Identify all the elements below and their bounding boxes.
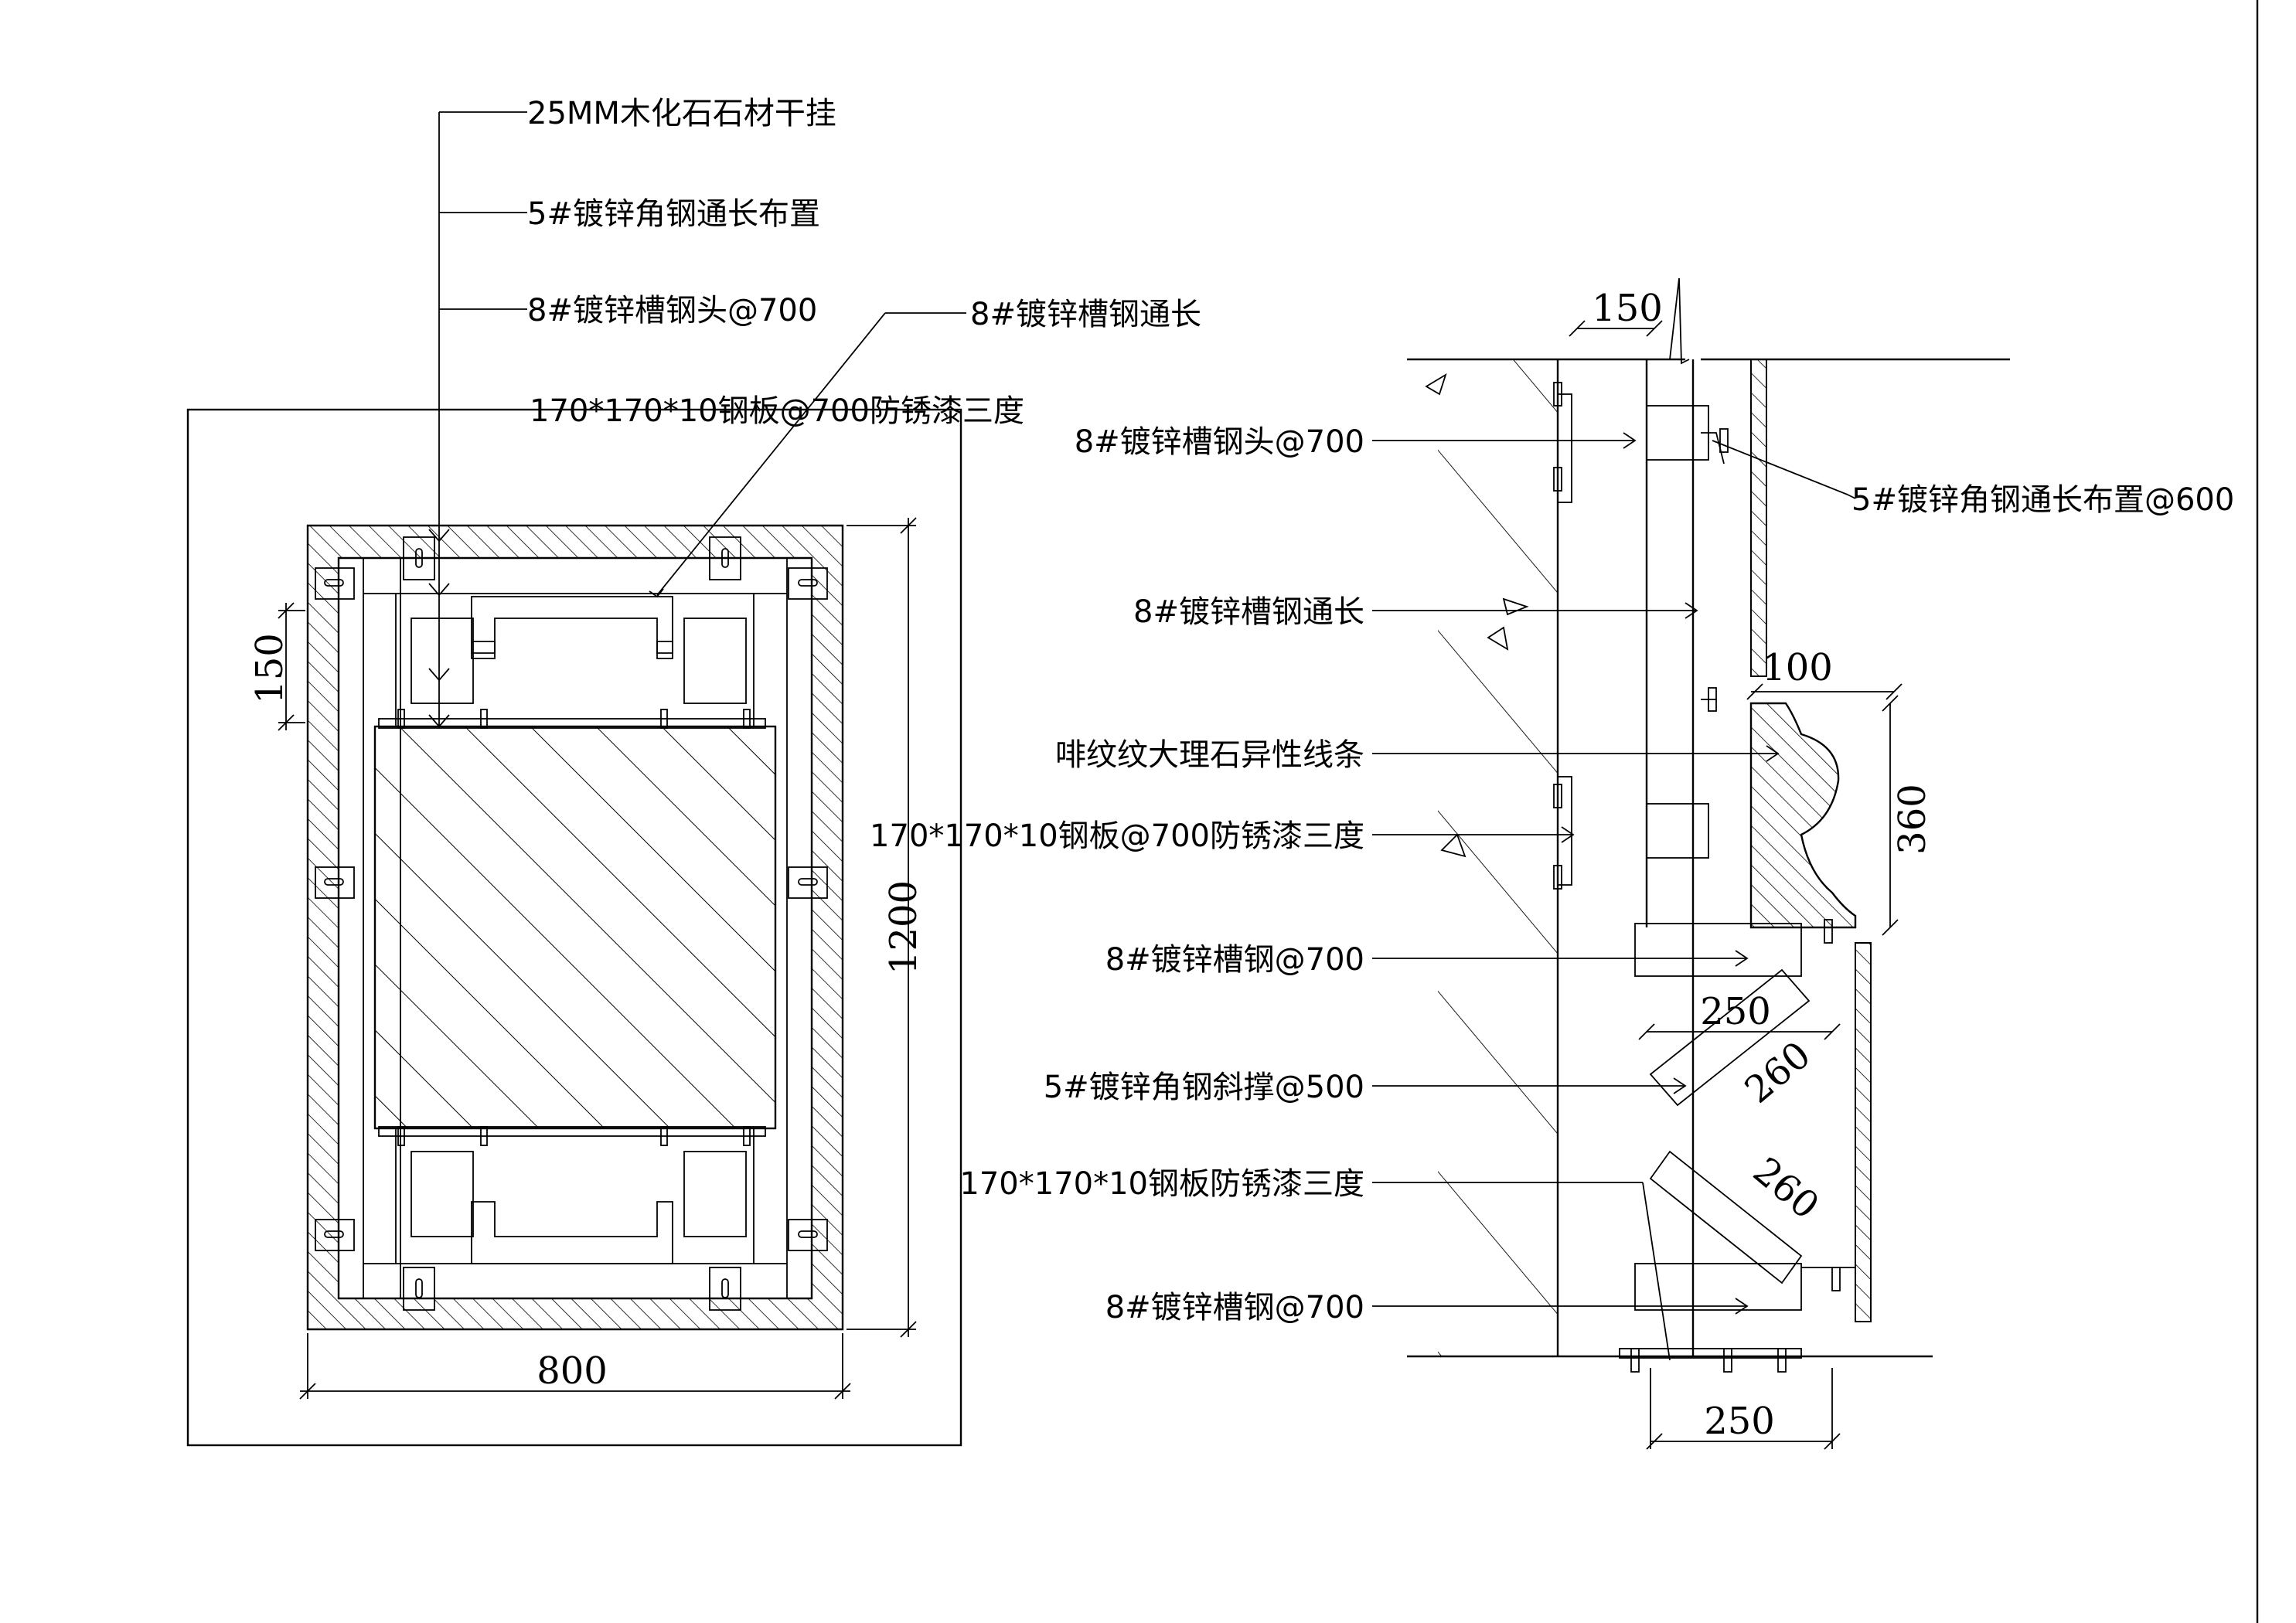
dim-1200-label: 1200 <box>882 880 925 975</box>
wall-hatch <box>1438 359 1558 1356</box>
dim-100: 100 <box>1762 646 1833 689</box>
dim-150-label: 150 <box>248 633 291 704</box>
label-angle-steel: 5#镀锌角钢通长布置 <box>527 196 820 232</box>
steel-plates <box>315 536 828 1311</box>
left-elevation: 150 1200 800 25MM木化石石材干挂 5#镀锌角钢通长布置 8#镀锌… <box>186 96 1201 1447</box>
label-plate: 170*170*10钢板@700防锈漆三度 <box>530 393 1024 429</box>
dim-800-label: 800 <box>537 1349 608 1393</box>
dim-250-lower: 250 <box>1704 1400 1775 1443</box>
dim-800 <box>299 1333 851 1400</box>
label-r-angle-steel: 5#镀锌角钢通长布置@600 <box>1851 482 2234 518</box>
left-leaders <box>428 111 966 728</box>
label-r-marble: 啡纹纹大理石异性线条 <box>1055 737 1364 773</box>
label-r-channel-700-b: 8#镀锌槽钢@700 <box>1105 1290 1364 1325</box>
label-r-plate-700: 170*170*10钢板@700防锈漆三度 <box>870 818 1364 854</box>
label-r-channel-head: 8#镀锌槽钢头@700 <box>1075 424 1364 460</box>
anchor-bolts <box>397 709 751 1146</box>
label-r-plate: 170*170*10钢板防锈漆三度 <box>959 1166 1364 1202</box>
dim-150-left <box>278 602 305 731</box>
brace-lower <box>1649 1150 1803 1284</box>
label-channel-head: 8#镀锌槽钢头@700 <box>527 293 817 328</box>
outer-frame <box>186 408 962 1447</box>
right-section: 150 100 360 250 260 260 250 8#镀锌槽钢头@700 … <box>870 277 2234 1450</box>
label-r-brace: 5#镀锌角钢斜撑@500 <box>1044 1070 1364 1105</box>
right-bolts <box>1553 382 1841 1373</box>
inner-frame <box>338 557 812 1299</box>
dim-250-upper: 250 <box>1700 990 1771 1033</box>
dim-360: 360 <box>1891 784 1934 855</box>
center-stone-panel <box>373 725 777 1130</box>
brace-upper <box>1649 968 1811 1107</box>
label-r-channel-700-a: 8#镀锌槽钢@700 <box>1105 942 1364 978</box>
label-stone: 25MM木化石石材干挂 <box>527 96 836 131</box>
dim-1200 <box>847 517 917 1338</box>
label-r-channel-long: 8#镀锌槽钢通长 <box>1133 594 1364 630</box>
dim-260-lower: 260 <box>1745 1149 1827 1228</box>
dim-260-upper: 260 <box>1737 1033 1819 1112</box>
right-leaders <box>1372 432 1856 1361</box>
marble-molding <box>1749 702 1857 929</box>
label-channel-long: 8#镀锌槽钢通长 <box>970 297 1201 332</box>
dim-150-right: 150 <box>1592 287 1663 330</box>
right-dims <box>1569 320 1903 1450</box>
